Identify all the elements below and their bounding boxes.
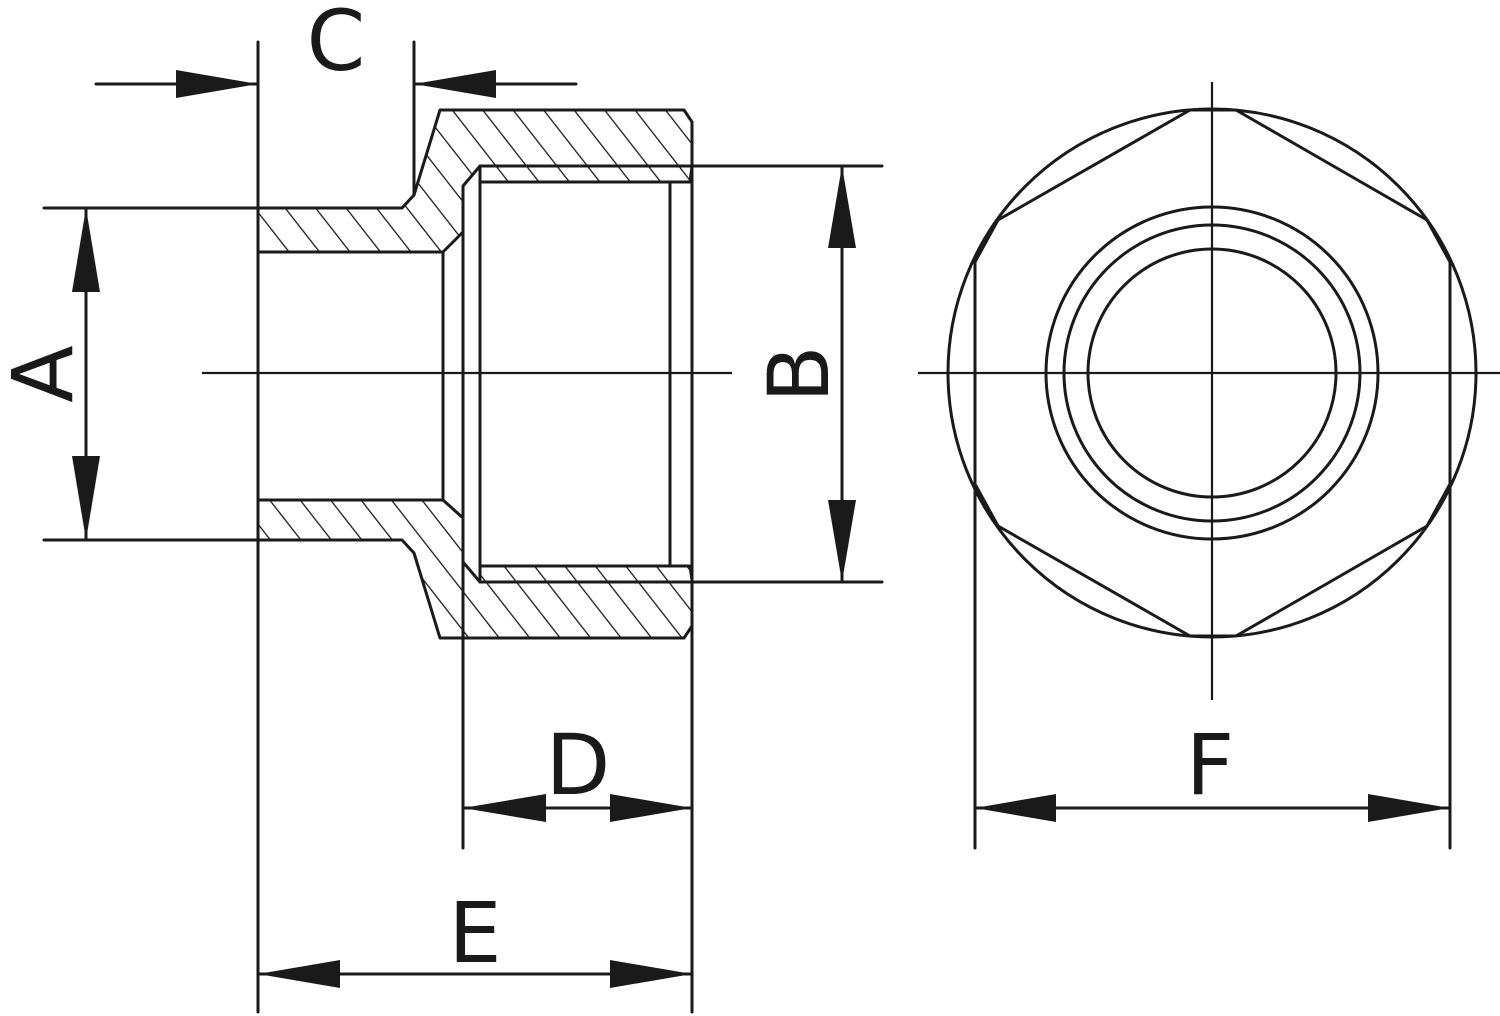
label-c: C bbox=[307, 0, 366, 90]
dimension-b: B bbox=[750, 164, 856, 584]
upper-wall-section bbox=[256, 108, 694, 254]
dimension-c: C bbox=[94, 0, 578, 98]
section-view bbox=[42, 40, 884, 1014]
label-d: D bbox=[546, 716, 611, 814]
label-a: A bbox=[0, 345, 92, 402]
end-view bbox=[918, 82, 1500, 850]
label-f: F bbox=[1186, 716, 1234, 814]
dimension-a: A bbox=[0, 206, 100, 542]
dimension-f: F bbox=[973, 716, 1452, 822]
dimension-e: E bbox=[256, 884, 694, 988]
dimension-d: D bbox=[461, 716, 694, 822]
label-e: E bbox=[448, 884, 501, 982]
lower-wall-section bbox=[256, 498, 694, 640]
label-b: B bbox=[750, 345, 848, 403]
